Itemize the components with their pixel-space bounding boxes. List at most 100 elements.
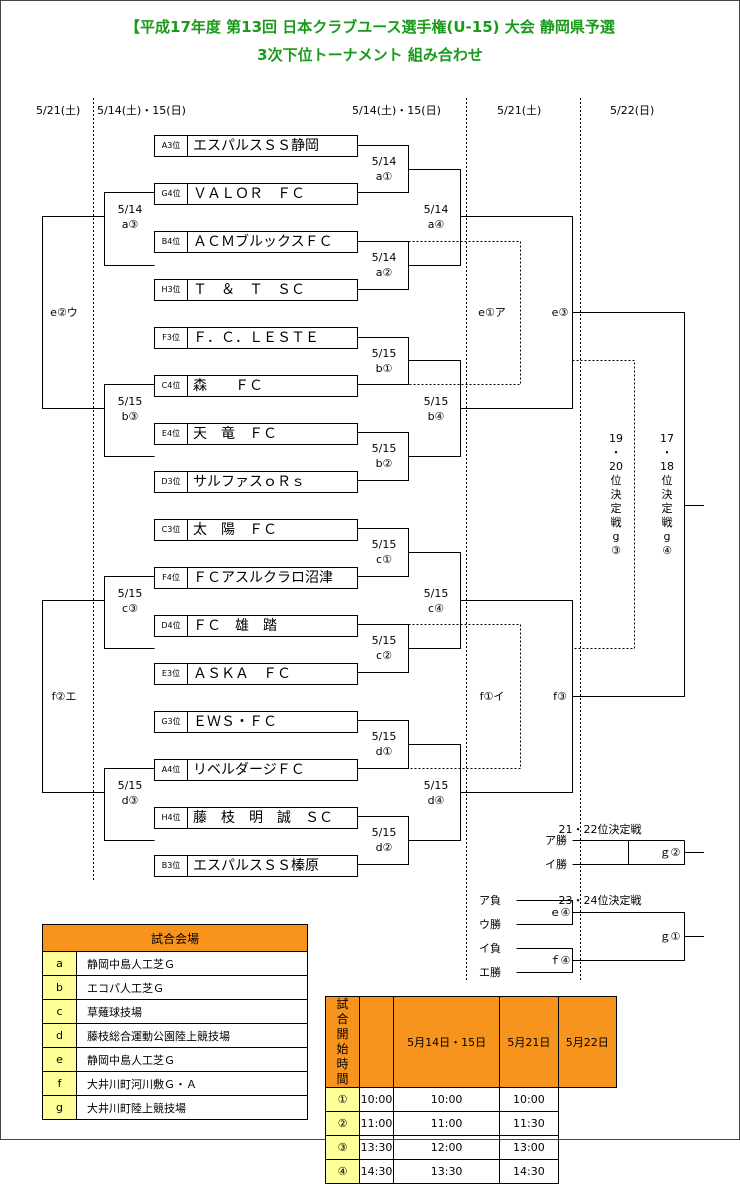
match-line-e2 bbox=[42, 216, 105, 409]
venue-header: 試合会場 bbox=[42, 924, 308, 952]
team-name: ＥＷＳ・ＦＣ bbox=[193, 714, 277, 730]
team-name: サルファスｏＲｓ bbox=[193, 474, 305, 490]
match-line-d3 bbox=[104, 768, 155, 841]
bracket-lines bbox=[42, 98, 704, 982]
time-col-2: 5月22日 bbox=[557, 996, 618, 1088]
vertical-char: g bbox=[612, 530, 620, 543]
team-seed: C3位 bbox=[155, 520, 188, 540]
time-cell: 10:00 bbox=[359, 1087, 394, 1112]
vertical-char: ③ bbox=[611, 544, 621, 557]
e4-label: ｅ④ bbox=[549, 906, 571, 919]
a-win-label: ア勝 bbox=[545, 834, 567, 847]
vertical-char: 戦 bbox=[610, 516, 622, 529]
match-label-f2: f②エ bbox=[51, 690, 77, 703]
team-name: エスパルスＳＳ静岡 bbox=[193, 138, 319, 154]
vertical-char: 定 bbox=[610, 502, 622, 515]
side-char: 始 bbox=[336, 1042, 349, 1056]
match-label-f1: f①イ bbox=[479, 690, 505, 703]
team-name: 太 陽 ＦＣ bbox=[193, 522, 277, 538]
team-box: A4位リベルダージＦＣ bbox=[154, 759, 358, 781]
venue-name: 藤枝総合運動公園陸上競技場 bbox=[76, 1023, 308, 1048]
side-char: 開 bbox=[336, 1027, 349, 1041]
match-line-g2 bbox=[628, 840, 704, 865]
time-cell: 13:00 bbox=[499, 1135, 559, 1160]
vertical-char: 位 bbox=[661, 474, 673, 487]
side-char: 時 bbox=[336, 1057, 349, 1071]
match-line-f1 bbox=[408, 624, 521, 769]
team-seed: F4位 bbox=[155, 568, 188, 588]
u-win-label: ウ勝 bbox=[479, 918, 501, 931]
team-seed: B4位 bbox=[155, 232, 188, 252]
team-name: リベルダージＦＣ bbox=[193, 762, 305, 778]
team-seed: D4位 bbox=[155, 616, 188, 636]
venue-name: 草薙球技場 bbox=[76, 999, 308, 1024]
team-seed: H4位 bbox=[155, 808, 188, 828]
date-header-final: 5/22(日) bbox=[610, 104, 655, 117]
team-box: D3位サルファスｏＲｓ bbox=[154, 471, 358, 493]
team-box: C3位太 陽 ＦＣ bbox=[154, 519, 358, 541]
venue-code: a bbox=[42, 951, 77, 976]
match-line-g2-left bbox=[572, 840, 629, 865]
match-line-a3 bbox=[104, 192, 155, 266]
i-lose-label: イ負 bbox=[479, 942, 501, 955]
venue-code: d bbox=[42, 1023, 77, 1048]
team-box: B4位 ＡＣＭブルックスＦＣ bbox=[154, 231, 358, 253]
vertical-char: 位 bbox=[610, 474, 622, 487]
side-char: 試 bbox=[336, 997, 349, 1011]
venue-name: 大井川町陸上競技場 bbox=[76, 1095, 308, 1120]
venue-code: g bbox=[42, 1095, 77, 1120]
time-slot-number: ④ bbox=[325, 1159, 360, 1184]
team-seed: D3位 bbox=[155, 472, 188, 492]
venue-name: 静岡中島人工芝Ｇ bbox=[76, 951, 308, 976]
venue-code: f bbox=[42, 1071, 77, 1096]
date-header-outer-left: 5/21(土) bbox=[36, 104, 81, 117]
team-seed: A3位 bbox=[155, 136, 188, 156]
title-21-22: 21・22位決定戦 bbox=[558, 823, 642, 836]
match-label-e3: e③ bbox=[551, 306, 569, 319]
time-cell: 10:00 bbox=[392, 1087, 501, 1112]
time-cell: 14:30 bbox=[499, 1159, 559, 1184]
time-cell: 12:00 bbox=[392, 1135, 501, 1160]
date-header-semis: 5/21(土) bbox=[497, 104, 542, 117]
team-seed: A4位 bbox=[155, 760, 188, 780]
vertical-char: 17 bbox=[660, 432, 674, 445]
vertical-char: ・ bbox=[610, 446, 622, 459]
f4-label: ｆ④ bbox=[549, 954, 571, 967]
page-subtitle: 3次下位トーナメント 組み合わせ bbox=[257, 46, 483, 64]
e-win-label: エ勝 bbox=[479, 966, 501, 979]
time-slot-number: ① bbox=[325, 1087, 360, 1112]
team-name: ＡＣＭブルックスＦＣ bbox=[193, 234, 333, 250]
a-lose-label: ア負 bbox=[479, 894, 501, 907]
page-title: 【平成17年度 第13回 日本クラブユース選手権(U-15) 大会 静岡県予選 bbox=[125, 18, 615, 36]
vertical-char: ④ bbox=[662, 544, 672, 557]
side-char: 合 bbox=[336, 1012, 349, 1026]
venue-name: エコパ人工芝Ｇ bbox=[76, 975, 308, 1000]
match-label-f3: f③ bbox=[553, 690, 567, 703]
match-line-c3 bbox=[104, 576, 155, 649]
team-seed: E4位 bbox=[155, 424, 188, 444]
